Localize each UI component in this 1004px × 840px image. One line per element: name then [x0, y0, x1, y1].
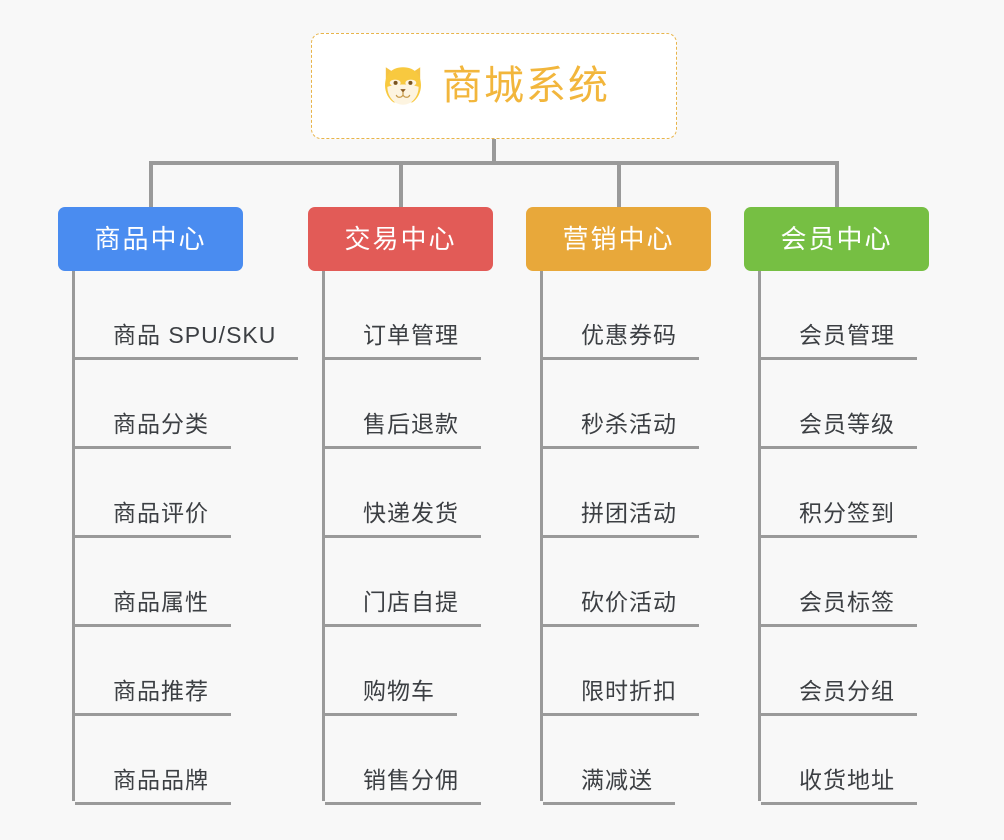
category-label-3: 营销中心 — [562, 224, 675, 254]
leaf-label: 售后退款 — [325, 413, 481, 449]
leaf-label: 订单管理 — [325, 324, 481, 360]
leaf-label: 秒杀活动 — [543, 413, 699, 449]
connector-drop-1 — [149, 161, 153, 209]
leaf-label: 商品分类 — [75, 413, 231, 449]
leaf-label: 门店自提 — [325, 591, 481, 627]
list-item[interactable]: 会员等级 — [761, 360, 929, 449]
connector-horizontal-bus — [149, 161, 839, 165]
connector-root-stem — [492, 139, 496, 164]
leaf-label: 会员等级 — [761, 413, 917, 449]
category-label-4: 会员中心 — [780, 224, 893, 254]
shiba-dog-icon — [385, 67, 421, 105]
list-item[interactable]: 满减送 — [543, 716, 711, 805]
leaf-label: 会员标签 — [761, 591, 917, 627]
leaf-label: 收货地址 — [761, 769, 917, 805]
leaf-label: 购物车 — [325, 680, 457, 716]
list-item[interactable]: 门店自提 — [325, 538, 493, 627]
list-item[interactable]: 拼团活动 — [543, 449, 711, 538]
list-item[interactable]: 快递发货 — [325, 449, 493, 538]
category-label-1: 商品中心 — [94, 224, 207, 254]
list-item[interactable]: 商品属性 — [75, 538, 298, 627]
list-item[interactable]: 购物车 — [325, 627, 493, 716]
connector-drop-4 — [835, 161, 839, 209]
list-item[interactable]: 商品品牌 — [75, 716, 298, 805]
leaf-label: 砍价活动 — [543, 591, 699, 627]
leaf-list-2: 订单管理 售后退款 快递发货 门店自提 购物车 销售分佣 — [322, 271, 493, 805]
branch-column-3: 营销中心 优惠券码 秒杀活动 拼团活动 砍价活动 限时折扣 满减送 — [526, 207, 711, 805]
root-title: 商城系统 — [442, 64, 610, 108]
leaf-label: 会员分组 — [761, 680, 917, 716]
connector-drop-2 — [399, 161, 403, 209]
leaf-label: 快递发货 — [325, 502, 481, 538]
leaf-label: 商品品牌 — [75, 769, 231, 805]
leaf-label: 商品 SPU/SKU — [75, 324, 299, 360]
list-item[interactable]: 订单管理 — [325, 271, 493, 360]
leaf-label: 销售分佣 — [325, 769, 481, 805]
list-item[interactable]: 秒杀活动 — [543, 360, 711, 449]
list-item[interactable]: 会员标签 — [761, 538, 929, 627]
list-item[interactable]: 商品推荐 — [75, 627, 298, 716]
list-item[interactable]: 商品 SPU/SKU — [75, 271, 299, 360]
leaf-list-1: 商品 SPU/SKU 商品分类 商品评价 商品属性 商品推荐 商品品牌 — [72, 271, 299, 805]
branch-column-2: 交易中心 订单管理 售后退款 快递发货 门店自提 购物车 销售分佣 — [308, 207, 493, 805]
branch-column-1: 商品中心 商品 SPU/SKU 商品分类 商品评价 商品属性 商品推荐 商品品牌 — [58, 207, 299, 805]
connector-drop-3 — [617, 161, 621, 209]
leaf-label: 商品评价 — [75, 502, 231, 538]
list-item[interactable]: 销售分佣 — [325, 716, 493, 805]
leaf-label: 满减送 — [543, 769, 675, 805]
leaf-label: 限时折扣 — [543, 680, 699, 716]
category-label-2: 交易中心 — [344, 224, 457, 254]
leaf-label: 拼团活动 — [543, 502, 699, 538]
category-box-1[interactable]: 商品中心 — [58, 207, 243, 271]
leaf-list-3: 优惠券码 秒杀活动 拼团活动 砍价活动 限时折扣 满减送 — [540, 271, 711, 805]
category-box-2[interactable]: 交易中心 — [308, 207, 493, 271]
list-item[interactable]: 收货地址 — [761, 716, 929, 805]
list-item[interactable]: 售后退款 — [325, 360, 493, 449]
leaf-list-4: 会员管理 会员等级 积分签到 会员标签 会员分组 收货地址 — [758, 271, 929, 805]
list-item[interactable]: 会员分组 — [761, 627, 929, 716]
leaf-label: 会员管理 — [761, 324, 917, 360]
list-item[interactable]: 积分签到 — [761, 449, 929, 538]
list-item[interactable]: 限时折扣 — [543, 627, 711, 716]
category-box-4[interactable]: 会员中心 — [744, 207, 929, 271]
category-box-3[interactable]: 营销中心 — [526, 207, 711, 271]
leaf-label: 商品属性 — [75, 591, 231, 627]
branch-column-4: 会员中心 会员管理 会员等级 积分签到 会员标签 会员分组 收货地址 — [744, 207, 929, 805]
leaf-label: 优惠券码 — [543, 324, 699, 360]
list-item[interactable]: 砍价活动 — [543, 538, 711, 627]
root-node[interactable]: 商城系统 — [311, 33, 677, 139]
leaf-label: 商品推荐 — [75, 680, 231, 716]
list-item[interactable]: 优惠券码 — [543, 271, 711, 360]
leaf-label: 积分签到 — [761, 502, 917, 538]
list-item[interactable]: 商品评价 — [75, 449, 298, 538]
list-item[interactable]: 商品分类 — [75, 360, 298, 449]
list-item[interactable]: 会员管理 — [761, 271, 929, 360]
